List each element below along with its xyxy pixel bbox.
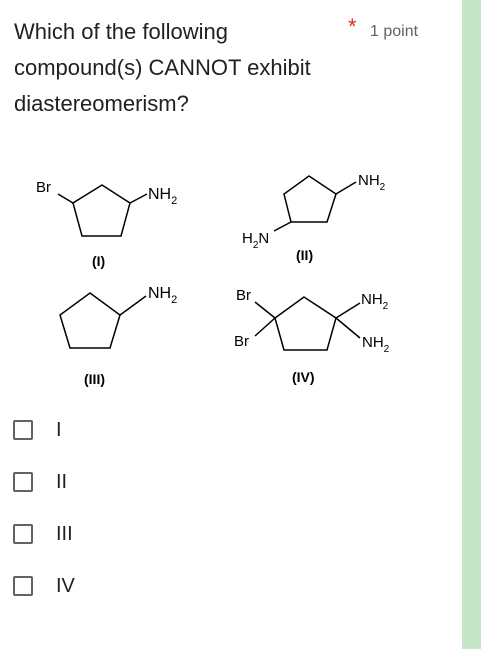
compound-4-label: (IV) bbox=[292, 369, 315, 385]
checkbox-option-ii[interactable] bbox=[13, 472, 33, 492]
required-asterisk: * bbox=[348, 14, 357, 39]
option-label: IV bbox=[56, 574, 75, 597]
checkbox-option-i[interactable] bbox=[13, 420, 33, 440]
compound-4-nh2-bottom: NH2 bbox=[362, 334, 390, 355]
question-card: Which of the following compound(s) CANNO… bbox=[13, 14, 419, 612]
bond-compound-4-nh2-bottom bbox=[335, 317, 361, 339]
option-i[interactable]: I bbox=[13, 404, 75, 456]
ring-compound-3 bbox=[59, 292, 121, 349]
compound-4-br-top: Br bbox=[236, 287, 251, 304]
bond-compound-4-nh2-top bbox=[335, 302, 361, 319]
bond-compound-2-h2n bbox=[273, 221, 292, 232]
compound-3-nh2: NH2 bbox=[148, 285, 177, 306]
option-label: I bbox=[56, 418, 62, 441]
compound-4-br-bottom: Br bbox=[234, 333, 249, 350]
question-title: Which of the following compound(s) CANNO… bbox=[14, 19, 311, 116]
option-iv[interactable]: IV bbox=[13, 560, 75, 612]
compound-1-br: Br bbox=[36, 179, 51, 196]
ring-compound-1 bbox=[72, 184, 131, 237]
compound-1-nh2: NH2 bbox=[148, 186, 177, 207]
option-label: III bbox=[56, 522, 73, 545]
option-iii[interactable]: III bbox=[13, 508, 75, 560]
bond-compound-4-br-bottom bbox=[254, 317, 276, 337]
checkbox-option-iii[interactable] bbox=[13, 524, 33, 544]
checkbox-option-iv[interactable] bbox=[13, 576, 33, 596]
question-image: Br NH2 (I) NH2 H2N (II) NH2 (III) Br Br … bbox=[36, 172, 390, 387]
bond-compound-3-nh2 bbox=[119, 295, 147, 316]
compound-2-nh2: NH2 bbox=[358, 172, 386, 193]
option-label: II bbox=[56, 470, 68, 493]
compound-1-label: (I) bbox=[92, 253, 105, 269]
compound-2-h2n: H2N bbox=[242, 230, 269, 251]
compound-3-label: (III) bbox=[84, 371, 105, 387]
option-ii[interactable]: II bbox=[13, 456, 75, 508]
compound-4-nh2-top: NH2 bbox=[361, 291, 389, 312]
bond-compound-4-br-top bbox=[254, 301, 276, 319]
side-accent-strip bbox=[462, 0, 481, 649]
bond-compound-1-br bbox=[57, 193, 74, 204]
points-label: 1 point bbox=[370, 23, 419, 40]
bond-compound-2-nh2 bbox=[335, 181, 357, 195]
compound-2-label: (II) bbox=[296, 247, 313, 263]
ring-compound-4 bbox=[274, 296, 337, 351]
ring-compound-2 bbox=[283, 175, 337, 223]
bond-compound-1-nh2 bbox=[129, 193, 148, 204]
options-list: I II III IV bbox=[13, 404, 75, 612]
